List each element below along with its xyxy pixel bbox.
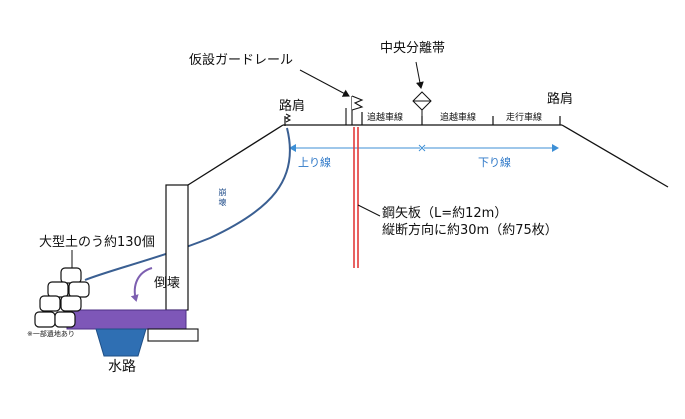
purple-slab	[66, 309, 187, 330]
temp-guardrail-label: 仮設ガードレール	[189, 53, 294, 68]
sandbag-label: 大型土のう約130個	[39, 235, 155, 250]
partial-note-label: ※一部遺地あり	[27, 330, 75, 338]
lane-label-passing-up: 追越車線	[367, 113, 404, 123]
right-shoulder-label: 路肩	[547, 92, 574, 107]
median-label: 中央分離帯	[380, 41, 446, 56]
lane-arrow-center-mark	[418, 144, 426, 152]
shoulder-marker-icon	[284, 113, 292, 123]
topple-label: 倒壊	[154, 276, 181, 291]
waterway-label: 水路	[108, 359, 136, 375]
median-leader	[415, 61, 424, 89]
sheet-pile-spec-label: 鋼矢板（L=約12m）	[382, 206, 508, 221]
guardrail-flag-icon	[345, 95, 364, 125]
sandbag-stack	[34, 267, 90, 328]
collapse-label: 崩壊	[218, 188, 227, 208]
water-channel	[95, 328, 147, 357]
down-line-label: 下り線	[478, 156, 511, 169]
median-shrub-icon	[412, 91, 432, 116]
right-slope	[561, 124, 669, 188]
up-line-label: 上り線	[298, 156, 331, 169]
left-shoulder-label: 路肩	[279, 99, 306, 114]
sheet-pile-leader	[357, 204, 381, 217]
lane-label-passing-down: 追越車線	[440, 113, 477, 123]
wall-footing	[147, 328, 199, 342]
guardrail-leader	[299, 69, 350, 97]
lane-label-driving: 走行車線	[506, 113, 543, 123]
sheet-pile-extent-label: 縦断方向に約30m（約75枚）	[382, 223, 558, 238]
retaining-wall	[165, 184, 189, 311]
left-slope	[187, 124, 284, 186]
topple-arrow	[130, 267, 153, 302]
collapse-curve	[84, 127, 291, 281]
